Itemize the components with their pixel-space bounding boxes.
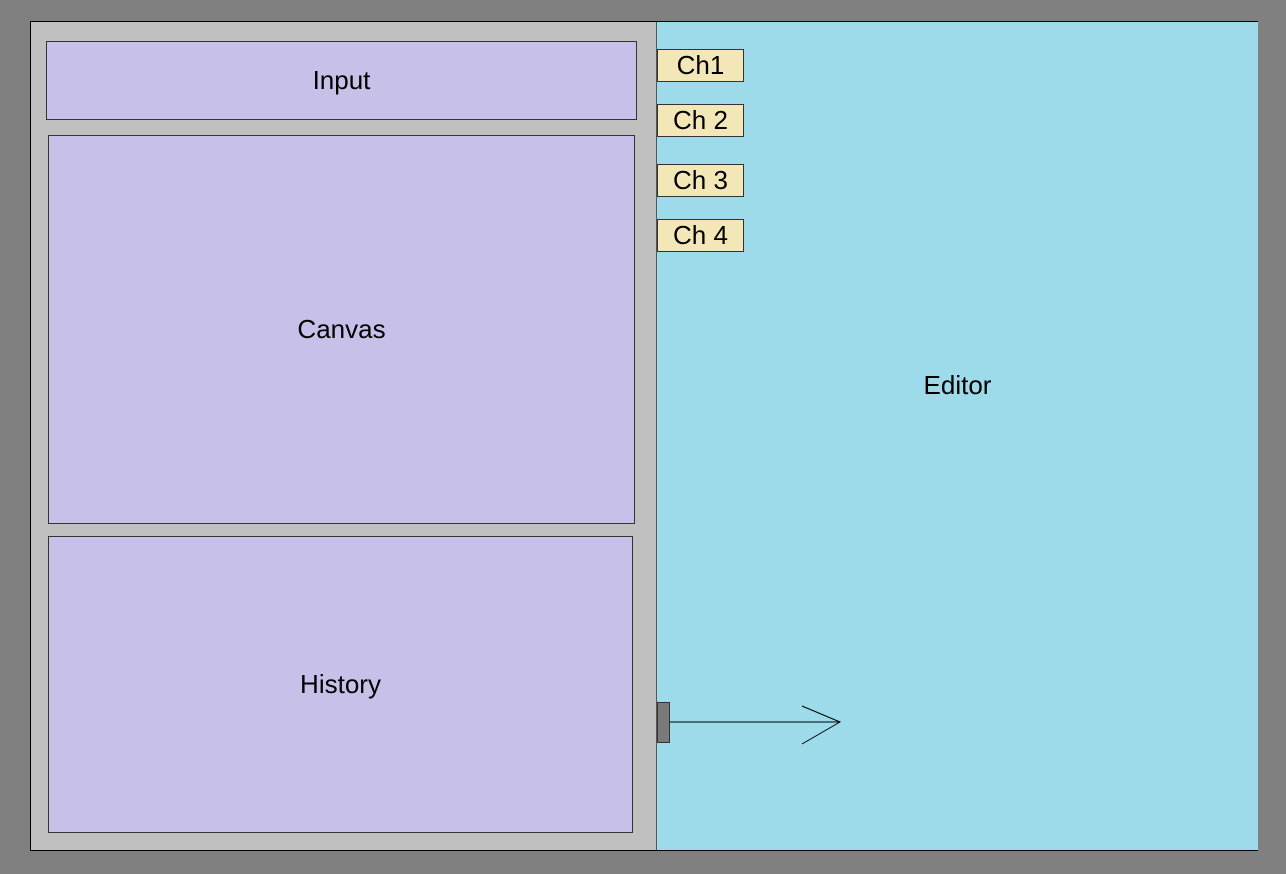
canvas-panel-label: Canvas (297, 314, 386, 344)
input-panel[interactable]: Input (46, 41, 637, 120)
editor-panel-label: Editor (923, 370, 992, 400)
canvas-panel[interactable]: Canvas (48, 135, 635, 524)
drag-direction-arrow-icon (670, 705, 842, 745)
app-frame: Input Canvas History Editor Ch1 Ch 2 Ch … (30, 21, 1258, 851)
history-panel[interactable]: History (48, 536, 633, 833)
left-panel: Input Canvas History (31, 22, 656, 850)
tab-ch2-label: Ch 2 (673, 105, 728, 135)
tab-ch3[interactable]: Ch 3 (657, 164, 744, 197)
tab-ch4[interactable]: Ch 4 (657, 219, 744, 252)
history-panel-label: History (300, 669, 381, 699)
tab-ch1[interactable]: Ch1 (657, 49, 744, 82)
tab-ch2[interactable]: Ch 2 (657, 104, 744, 137)
editor-panel[interactable]: Editor Ch1 Ch 2 Ch 3 Ch 4 (656, 22, 1258, 850)
tab-ch4-label: Ch 4 (673, 220, 728, 250)
input-panel-label: Input (312, 65, 371, 95)
resize-handle[interactable] (657, 702, 670, 743)
tab-ch3-label: Ch 3 (673, 165, 728, 195)
tab-ch1-label: Ch1 (676, 50, 725, 80)
